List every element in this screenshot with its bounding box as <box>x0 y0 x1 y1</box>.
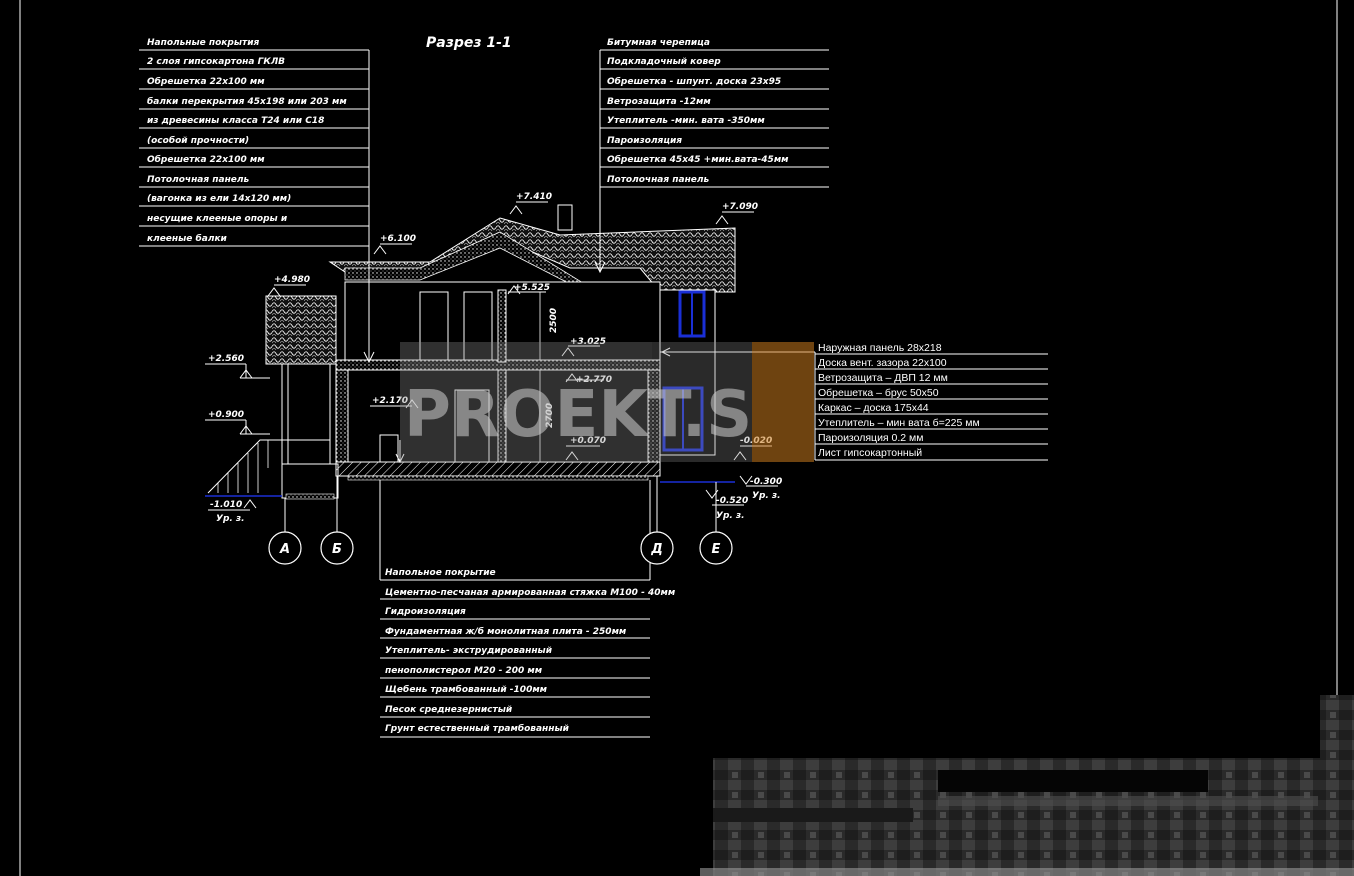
floor-note: Утеплитель- экструдированный <box>385 646 553 656</box>
svg-text:+4.980: +4.980 <box>274 275 310 285</box>
svg-text:+2.770: +2.770 <box>576 375 612 385</box>
watermark: PROEKT.S <box>400 342 814 462</box>
floor-notes-table: Напольное покрытие Цементно-песчаная арм… <box>380 568 676 738</box>
svg-text:-1.010: -1.010 <box>210 500 242 510</box>
roof-note: Пароизоляция <box>607 136 682 146</box>
elevation-mark: +3.025 <box>561 337 606 357</box>
svg-text:+7.090: +7.090 <box>722 202 758 212</box>
floor-note: Цементно-песчаная армированная стяжка М1… <box>385 588 676 598</box>
section-title: Разрез 1-1 <box>426 35 512 51</box>
roof-notes-table: Битумная черепица Подкладочный ковер Обр… <box>599 38 829 270</box>
svg-text:+0.900: +0.900 <box>208 410 244 420</box>
elevation-mark: -0.300 Ур. з. <box>739 475 782 501</box>
svg-text:Б: Б <box>332 542 342 557</box>
svg-text:Е: Е <box>712 542 721 557</box>
floor-note: Песок среднезернистый <box>385 705 513 715</box>
dimension-lower: 2700 <box>545 403 555 428</box>
svg-text:+2.560: +2.560 <box>208 354 244 364</box>
watermark-text: PROEKT.S <box>404 378 752 452</box>
building-section <box>205 204 736 500</box>
wall-note: Обрешетка – брус 50х50 <box>818 387 939 399</box>
elevation-mark: +7.090 <box>715 202 758 225</box>
roof-note: Утеплитель -мин. вата -350мм <box>607 116 765 126</box>
left-note: Обрешетка 22х100 мм <box>147 76 265 87</box>
sheet-frame <box>19 0 1338 876</box>
roof-note: Битумная черепица <box>607 38 710 48</box>
svg-text:+6.100: +6.100 <box>380 234 416 244</box>
left-note: Напольные покрытия <box>147 38 259 48</box>
svg-text:Ур. з.: Ур. з. <box>216 514 245 524</box>
elevation-mark: +2.770 <box>565 373 612 385</box>
svg-text:-0.300: -0.300 <box>750 477 782 487</box>
title-block-pixelated <box>700 695 1354 876</box>
left-note: Потолочная панель <box>147 175 249 185</box>
axis-markers: А Б Д Е <box>268 476 733 565</box>
elevation-mark: -1.010 Ур. з. <box>208 499 257 524</box>
axis-marker-d: Д <box>640 531 674 565</box>
svg-text:Ур. з.: Ур. з. <box>752 491 781 501</box>
wall-note: Лист гипсокартонный <box>818 447 922 459</box>
left-note: (особой прочности) <box>147 135 249 146</box>
wall-note: Каркас – доска 175х44 <box>818 402 929 414</box>
svg-text:Ур. з.: Ур. з. <box>716 511 745 521</box>
axis-marker-e: Е <box>699 531 733 565</box>
left-note: клееные балки <box>147 233 228 244</box>
roof-note: Подкладочный ковер <box>607 57 721 67</box>
elevation-mark: +0.900 <box>205 410 270 435</box>
svg-text:+3.025: +3.025 <box>570 337 606 347</box>
left-note: 2 слоя гипсокартона ГКЛВ <box>147 57 285 67</box>
axis-marker-a: А <box>268 531 302 565</box>
floor-note: Грунт естественный трамбованный <box>385 723 570 734</box>
elevation-marks: +7.410 +7.090 +6.100 +5.525 +4.980 +3.02… <box>205 192 782 524</box>
wall-note: Наружная панель 28х218 <box>818 342 942 354</box>
roof-note: Обрешетка 45х45 +мин.вата-45мм <box>607 154 789 165</box>
left-note: несущие клееные опоры и <box>147 214 288 224</box>
floor-note: Гидроизоляция <box>385 607 466 617</box>
elevation-mark: +4.980 <box>267 275 310 297</box>
left-note: балки перекрытия 45х198 или 203 мм <box>147 96 347 107</box>
left-note: Обрешетка 22х100 мм <box>147 154 265 165</box>
svg-text:Д: Д <box>650 542 663 557</box>
roof-note: Ветрозащита -12мм <box>607 97 711 107</box>
svg-text:+7.410: +7.410 <box>516 192 552 202</box>
wall-note: Доска вент. зазора 22х100 <box>818 357 947 369</box>
left-note: из древесины класса Т24 или С18 <box>147 116 324 126</box>
svg-text:-0.520: -0.520 <box>716 496 748 506</box>
porch-roof <box>265 295 337 365</box>
svg-text:+2.170: +2.170 <box>372 396 408 406</box>
elevation-mark: +2.170 <box>370 396 419 409</box>
roof-note: Потолочная панель <box>607 175 709 185</box>
svg-text:+0.070: +0.070 <box>570 436 606 446</box>
wall-notes-table: Наружная панель 28х218 Доска вент. зазор… <box>815 342 1048 461</box>
dimension-upper: 2500 <box>549 308 559 333</box>
elevation-mark: -0.520 Ур. з. <box>705 489 748 521</box>
wall-note: Утеплитель – мин вата б=225 мм <box>818 417 980 429</box>
floor-note: пенополистерол М20 - 200 мм <box>385 666 543 676</box>
elevation-mark: +2.560 <box>205 354 270 379</box>
floor-note: Напольное покрытие <box>385 568 496 578</box>
foundation-slab <box>335 461 661 477</box>
wall-note: Ветрозащита – ДВП 12 мм <box>818 372 948 384</box>
elevation-mark: +0.070 <box>565 436 606 461</box>
floor-note: Щебень трамбованный -100мм <box>385 684 548 695</box>
roof-note: Обрешетка - шпунт. доска 23х95 <box>607 76 781 87</box>
left-note: (вагонка из ели 14х120 мм) <box>147 194 291 204</box>
elevation-mark: +5.525 <box>507 283 550 295</box>
axis-marker-b: Б <box>320 531 354 565</box>
svg-text:+5.525: +5.525 <box>514 283 550 293</box>
floor-note: Фундаментная ж/б монолитная плита - 250м… <box>385 626 627 637</box>
elevation-mark: +6.100 <box>373 234 416 255</box>
elevation-mark: +7.410 <box>509 192 552 215</box>
wall-note: Пароизоляция 0.2 мм <box>818 432 923 444</box>
svg-text:А: А <box>279 542 290 557</box>
